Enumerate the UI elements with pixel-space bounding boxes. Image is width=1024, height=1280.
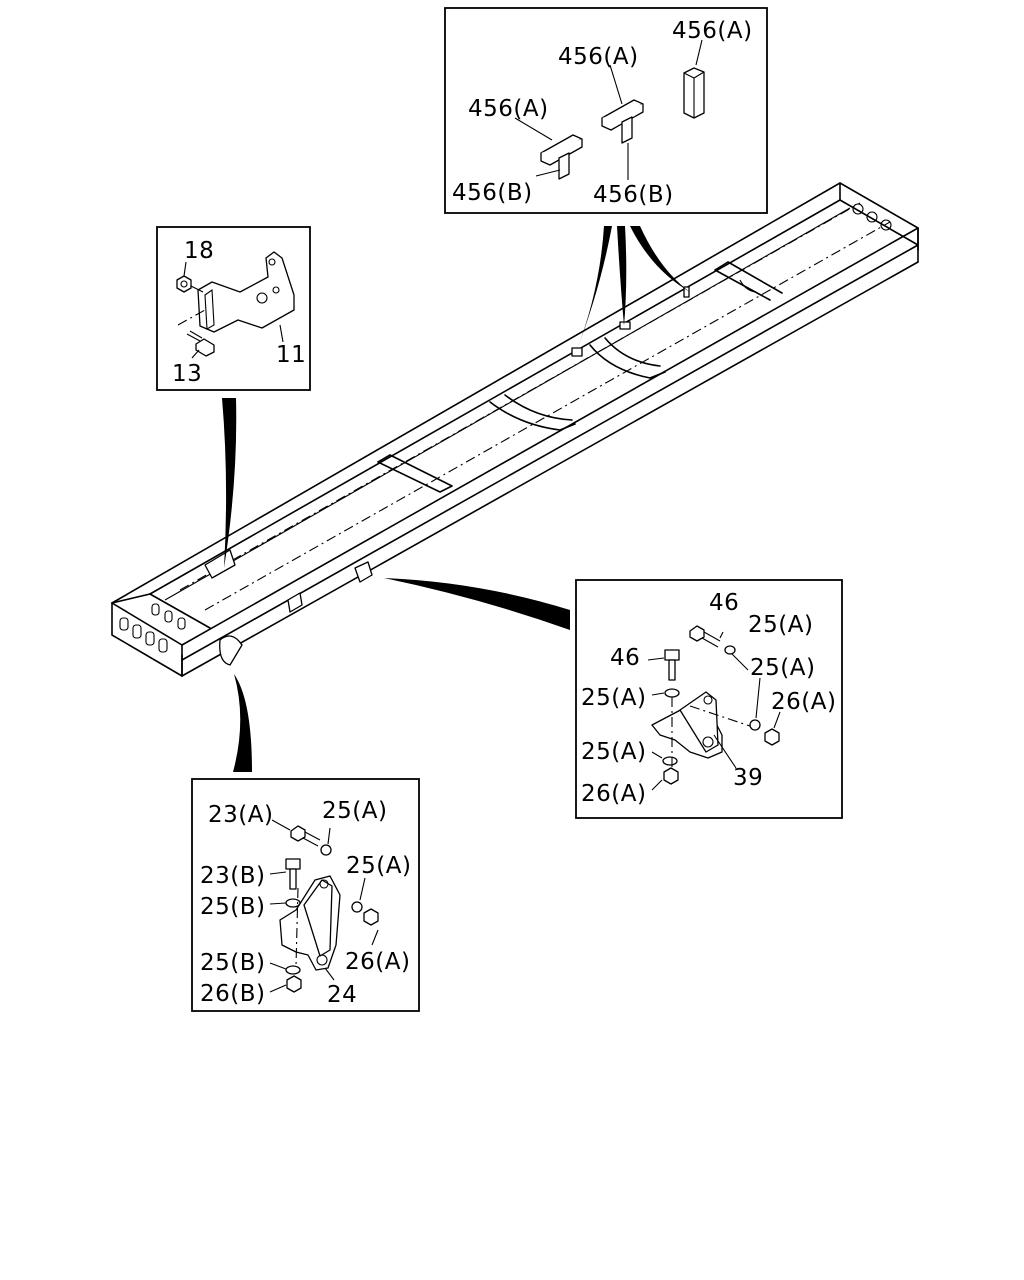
label-23b: 23(B) (200, 863, 266, 889)
label-456b-right: 456(B) (593, 182, 674, 208)
label-26b: 26(B) (200, 981, 266, 1007)
inset-bottom-left: 23(A) 25(A) 23(B) 25(A) 25(B) 25(B) 26(A… (191, 778, 420, 1012)
label-25a-right: 25(A) (750, 655, 815, 681)
bolt-46-angled (689, 625, 721, 648)
label-26a-right: 26(A) (771, 689, 836, 715)
bolt-46-vertical (664, 649, 680, 681)
label-46-top: 46 (709, 590, 739, 616)
spacer-456-tee-left (540, 134, 583, 180)
nut-26a (363, 908, 379, 926)
washer-25a-1 (724, 645, 736, 655)
washer-25a-3 (749, 719, 761, 731)
washer-25a-upper (320, 844, 332, 856)
label-23a: 23(A) (208, 802, 273, 828)
bracket-39 (651, 691, 723, 759)
bracket-11 (197, 251, 295, 333)
label-46-left: 46 (610, 645, 640, 671)
label-25b-lower: 25(B) (200, 950, 266, 976)
label-18: 18 (184, 238, 214, 264)
nut-18 (176, 275, 192, 293)
spacer-456-tall (683, 67, 705, 119)
label-456a-left: 456(A) (468, 96, 549, 122)
washer-25a-4 (662, 756, 678, 766)
bolt-23b (285, 858, 301, 890)
label-25b-upper: 25(B) (200, 894, 266, 920)
label-11: 11 (276, 342, 306, 368)
washer-25a-2 (664, 688, 680, 698)
label-26a: 26(A) (345, 949, 410, 975)
bracket-24 (279, 875, 341, 971)
nut-26a-2 (663, 767, 679, 785)
inset-top-right: 456(A) 456(A) 456(A) 456(B) 456(B) (444, 7, 768, 214)
nut-26b (286, 975, 302, 993)
label-25a-right: 25(A) (346, 853, 411, 879)
washer-25a-lower (351, 901, 363, 913)
label-25a-top: 25(A) (748, 612, 813, 638)
label-25a-top: 25(A) (322, 798, 387, 824)
washer-25b-lower (285, 965, 301, 975)
bolt-23a (290, 825, 321, 847)
label-39: 39 (733, 765, 763, 791)
label-25a-left-lower: 25(A) (581, 739, 646, 765)
label-26a-left: 26(A) (581, 781, 646, 807)
nut-26a-1 (764, 728, 780, 746)
label-456b-left: 456(B) (452, 180, 533, 206)
label-25a-left-upper: 25(A) (581, 685, 646, 711)
chassis-frame (111, 182, 919, 677)
label-13: 13 (172, 361, 202, 387)
callout-pointers (222, 226, 690, 772)
spacer-456-tee-right (601, 99, 644, 144)
label-456a-top: 456(A) (672, 18, 753, 44)
inset-middle-right: 46 25(A) 46 25(A) 25(A) 26(A) 25(A) 39 2… (575, 579, 843, 819)
inset-top-left: 18 13 11 (156, 226, 311, 391)
bolt-13 (186, 330, 215, 357)
label-456a-middle: 456(A) (558, 44, 639, 70)
label-24: 24 (327, 982, 357, 1008)
